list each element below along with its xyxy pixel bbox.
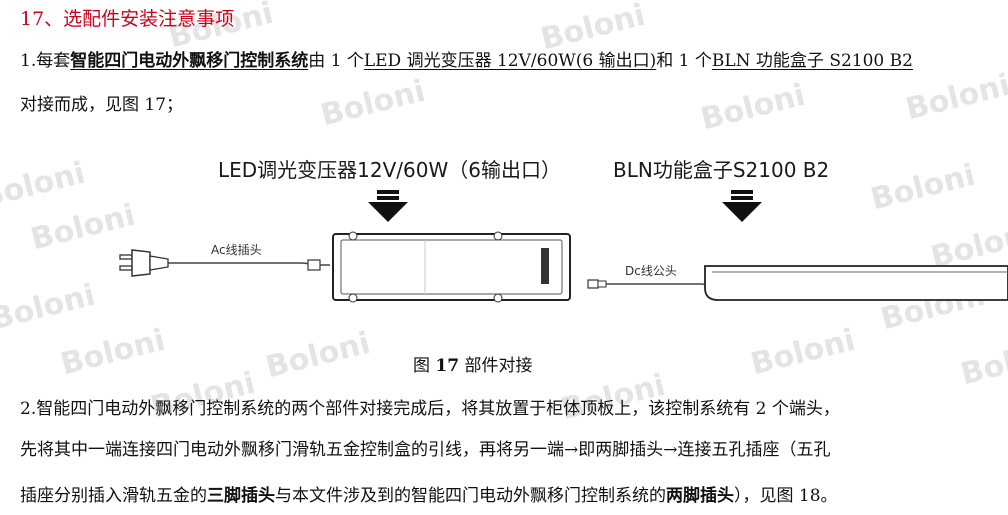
para1-mid2: 和 1 个	[656, 51, 712, 71]
paragraph-2-line-2: 先将其中一端连接四门电动外飘移门滑轨五金控制盒的引线，再将另一端→即两脚插头→连…	[20, 440, 831, 460]
paragraph-2-line-3: 插座分别插入滑轨五金的三脚插头与本文件涉及到的智能四门电动外飘移门控制系统的两脚…	[20, 486, 838, 506]
para1-system-name: 智能四门电动外飘移门控制系统	[70, 51, 309, 71]
ac-plug-icon	[119, 249, 169, 277]
para1-mid1: 由 1 个	[308, 51, 364, 71]
para2-two-pin-plug: 两脚插头	[666, 486, 734, 506]
ac-plug-label: Ac线插头	[211, 243, 262, 257]
function-box-title: BLN功能盒子S2100 B2	[613, 158, 830, 182]
paragraph-2-line-1: 2.智能四门电动外飘移门控制系统的两个部件对接完成后，将其放置于柜体顶板上，该控…	[20, 399, 840, 419]
para1-num: 1.每套	[20, 51, 71, 71]
para2-line3-e: ），见图 18。	[734, 486, 838, 506]
para2-line3-a: 插座分别插入滑轨五金的	[20, 486, 207, 506]
para1-box: BLN 功能盒子 S2100 B2	[711, 51, 913, 71]
caption-text: 部件对接	[464, 356, 533, 376]
paragraph-1-line-1: 1.每套智能四门电动外飘移门控制系统由 1 个LED 调光变压器 12V/60W…	[20, 51, 913, 71]
caption-prefix: 图	[413, 356, 430, 376]
figure-caption: 图 17 部件对接	[413, 351, 532, 376]
para2-line3-c: 与本文件涉及到的智能四门电动外飘移门控制系统的	[275, 486, 666, 506]
paragraph-1-line-2: 对接而成，见图 17；	[20, 95, 184, 115]
dc-connector-label: Dc线公头	[625, 264, 677, 278]
dc-connector	[587, 279, 607, 289]
transformer-unit	[332, 231, 571, 303]
section-heading: 17、选配件安装注意事项	[20, 8, 235, 30]
down-arrow-icon	[722, 190, 762, 222]
down-arrow-icon	[368, 190, 408, 222]
caption-number: 17	[435, 356, 460, 376]
ac-cable	[168, 262, 330, 266]
transformer-title: LED调光变压器12V/60W（6输出口）	[218, 158, 561, 182]
para2-three-pin-plug: 三脚插头	[207, 486, 275, 506]
para1-transformer: LED 调光变压器 12V/60W(6 输出口)	[363, 51, 657, 71]
ac-connector	[307, 259, 321, 271]
function-box-unit	[704, 265, 1008, 301]
